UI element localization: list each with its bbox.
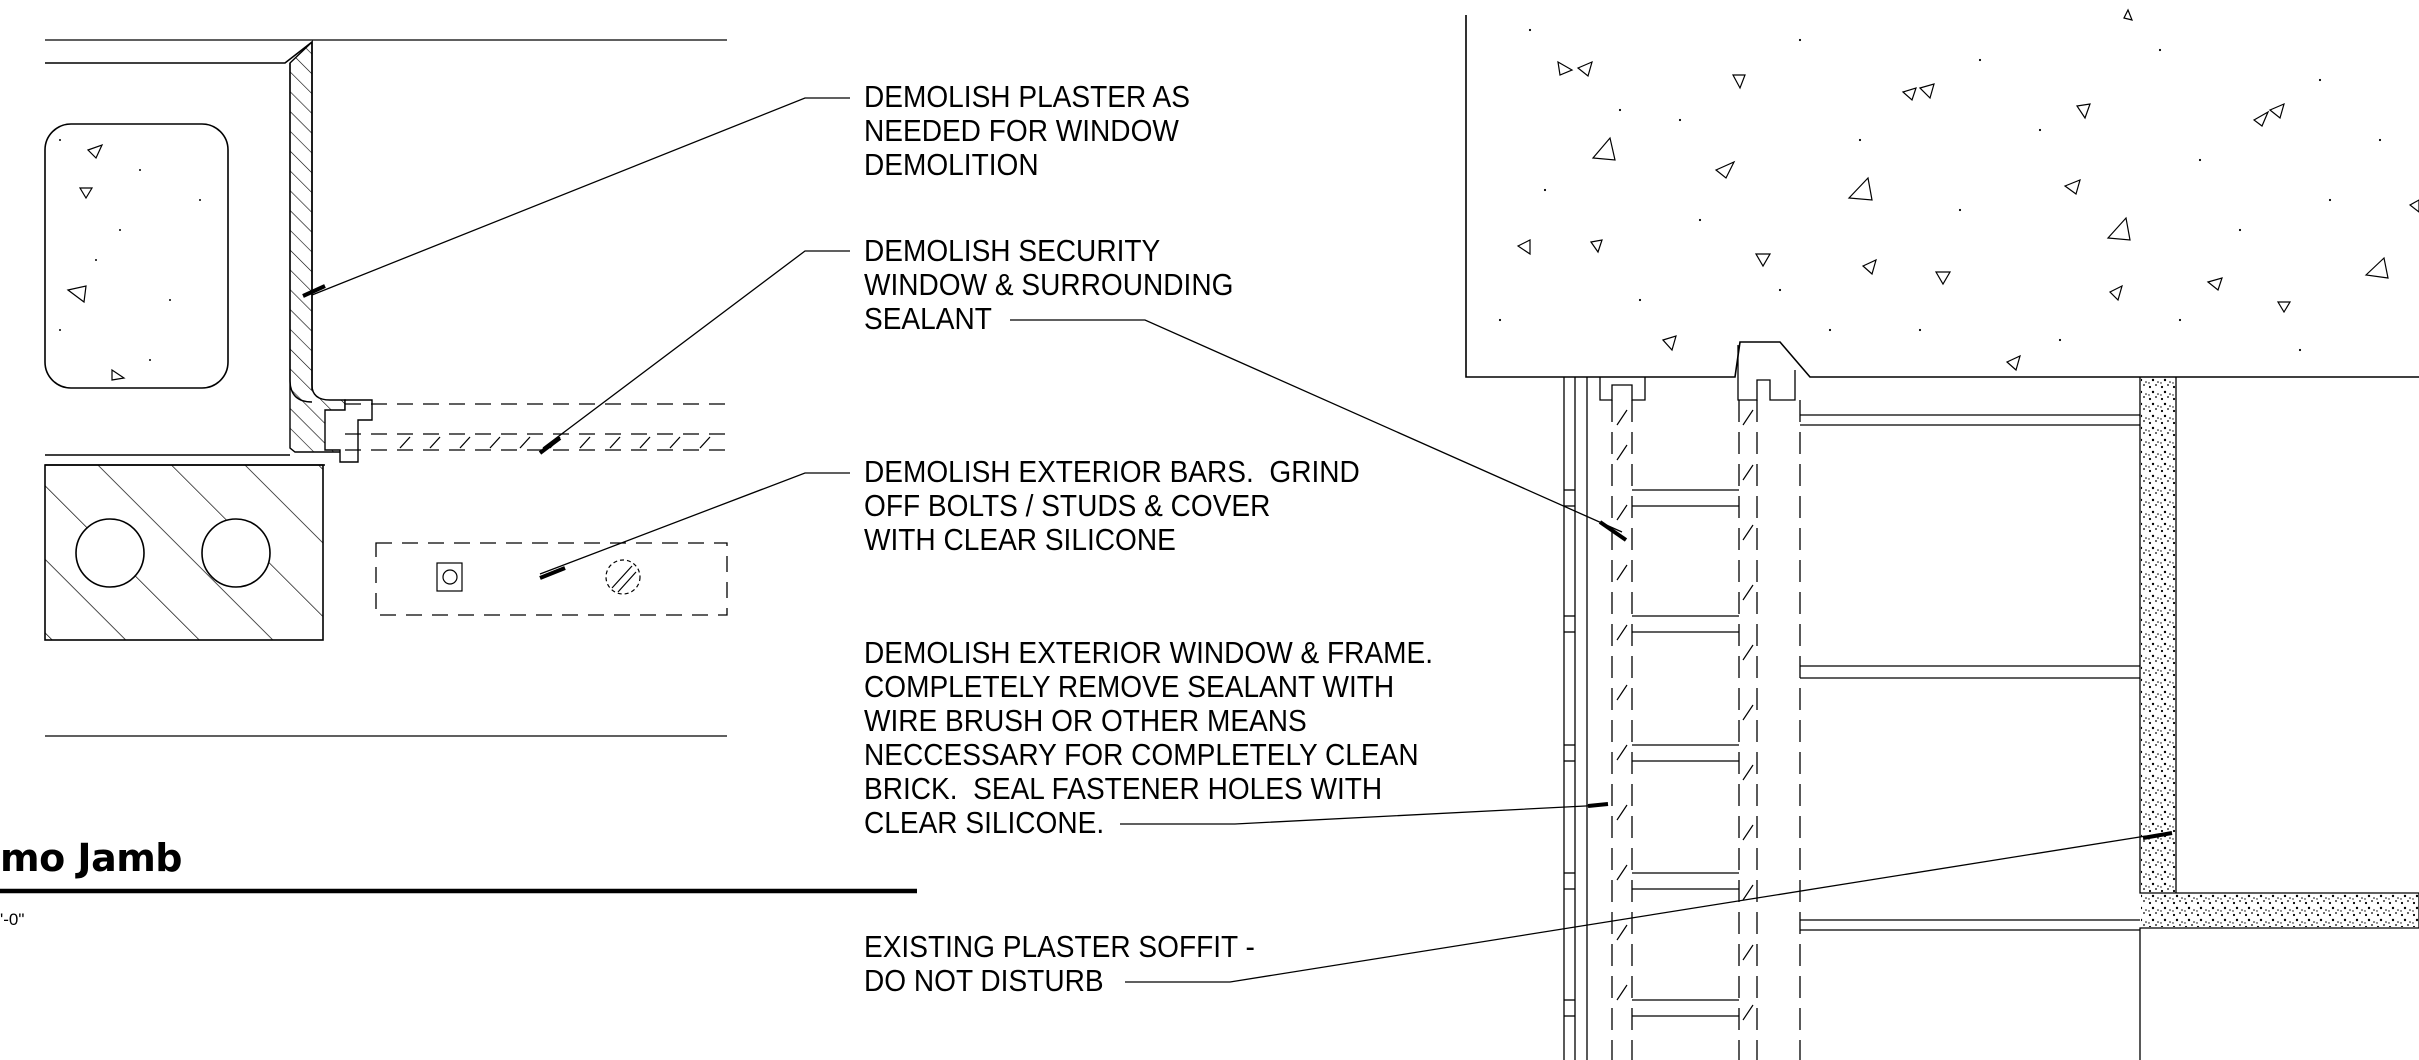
- leader-lines-left: [302, 97, 850, 580]
- left-plan-detail: [44, 39, 728, 737]
- note-demolish-plaster: DEMOLISH PLASTER AS NEEDED FOR WINDOW DE…: [864, 80, 1190, 182]
- right-section-detail: [1465, 8, 2419, 1060]
- detail-title: mo Jamb: [0, 836, 183, 880]
- note-existing-plaster-soffit: EXISTING PLASTER SOFFIT - DO NOT DISTURB: [864, 930, 1255, 998]
- detail-scale: '-0": [0, 910, 25, 929]
- note-demolish-exterior-window: DEMOLISH EXTERIOR WINDOW & FRAME. COMPLE…: [864, 636, 1434, 840]
- leader-lines-right: [1010, 319, 2173, 983]
- note-demolish-security-window: DEMOLISH SECURITY WINDOW & SURROUNDING S…: [864, 234, 1234, 336]
- note-demolish-exterior-bars: DEMOLISH EXTERIOR BARS. GRIND OFF BOLTS …: [864, 455, 1360, 557]
